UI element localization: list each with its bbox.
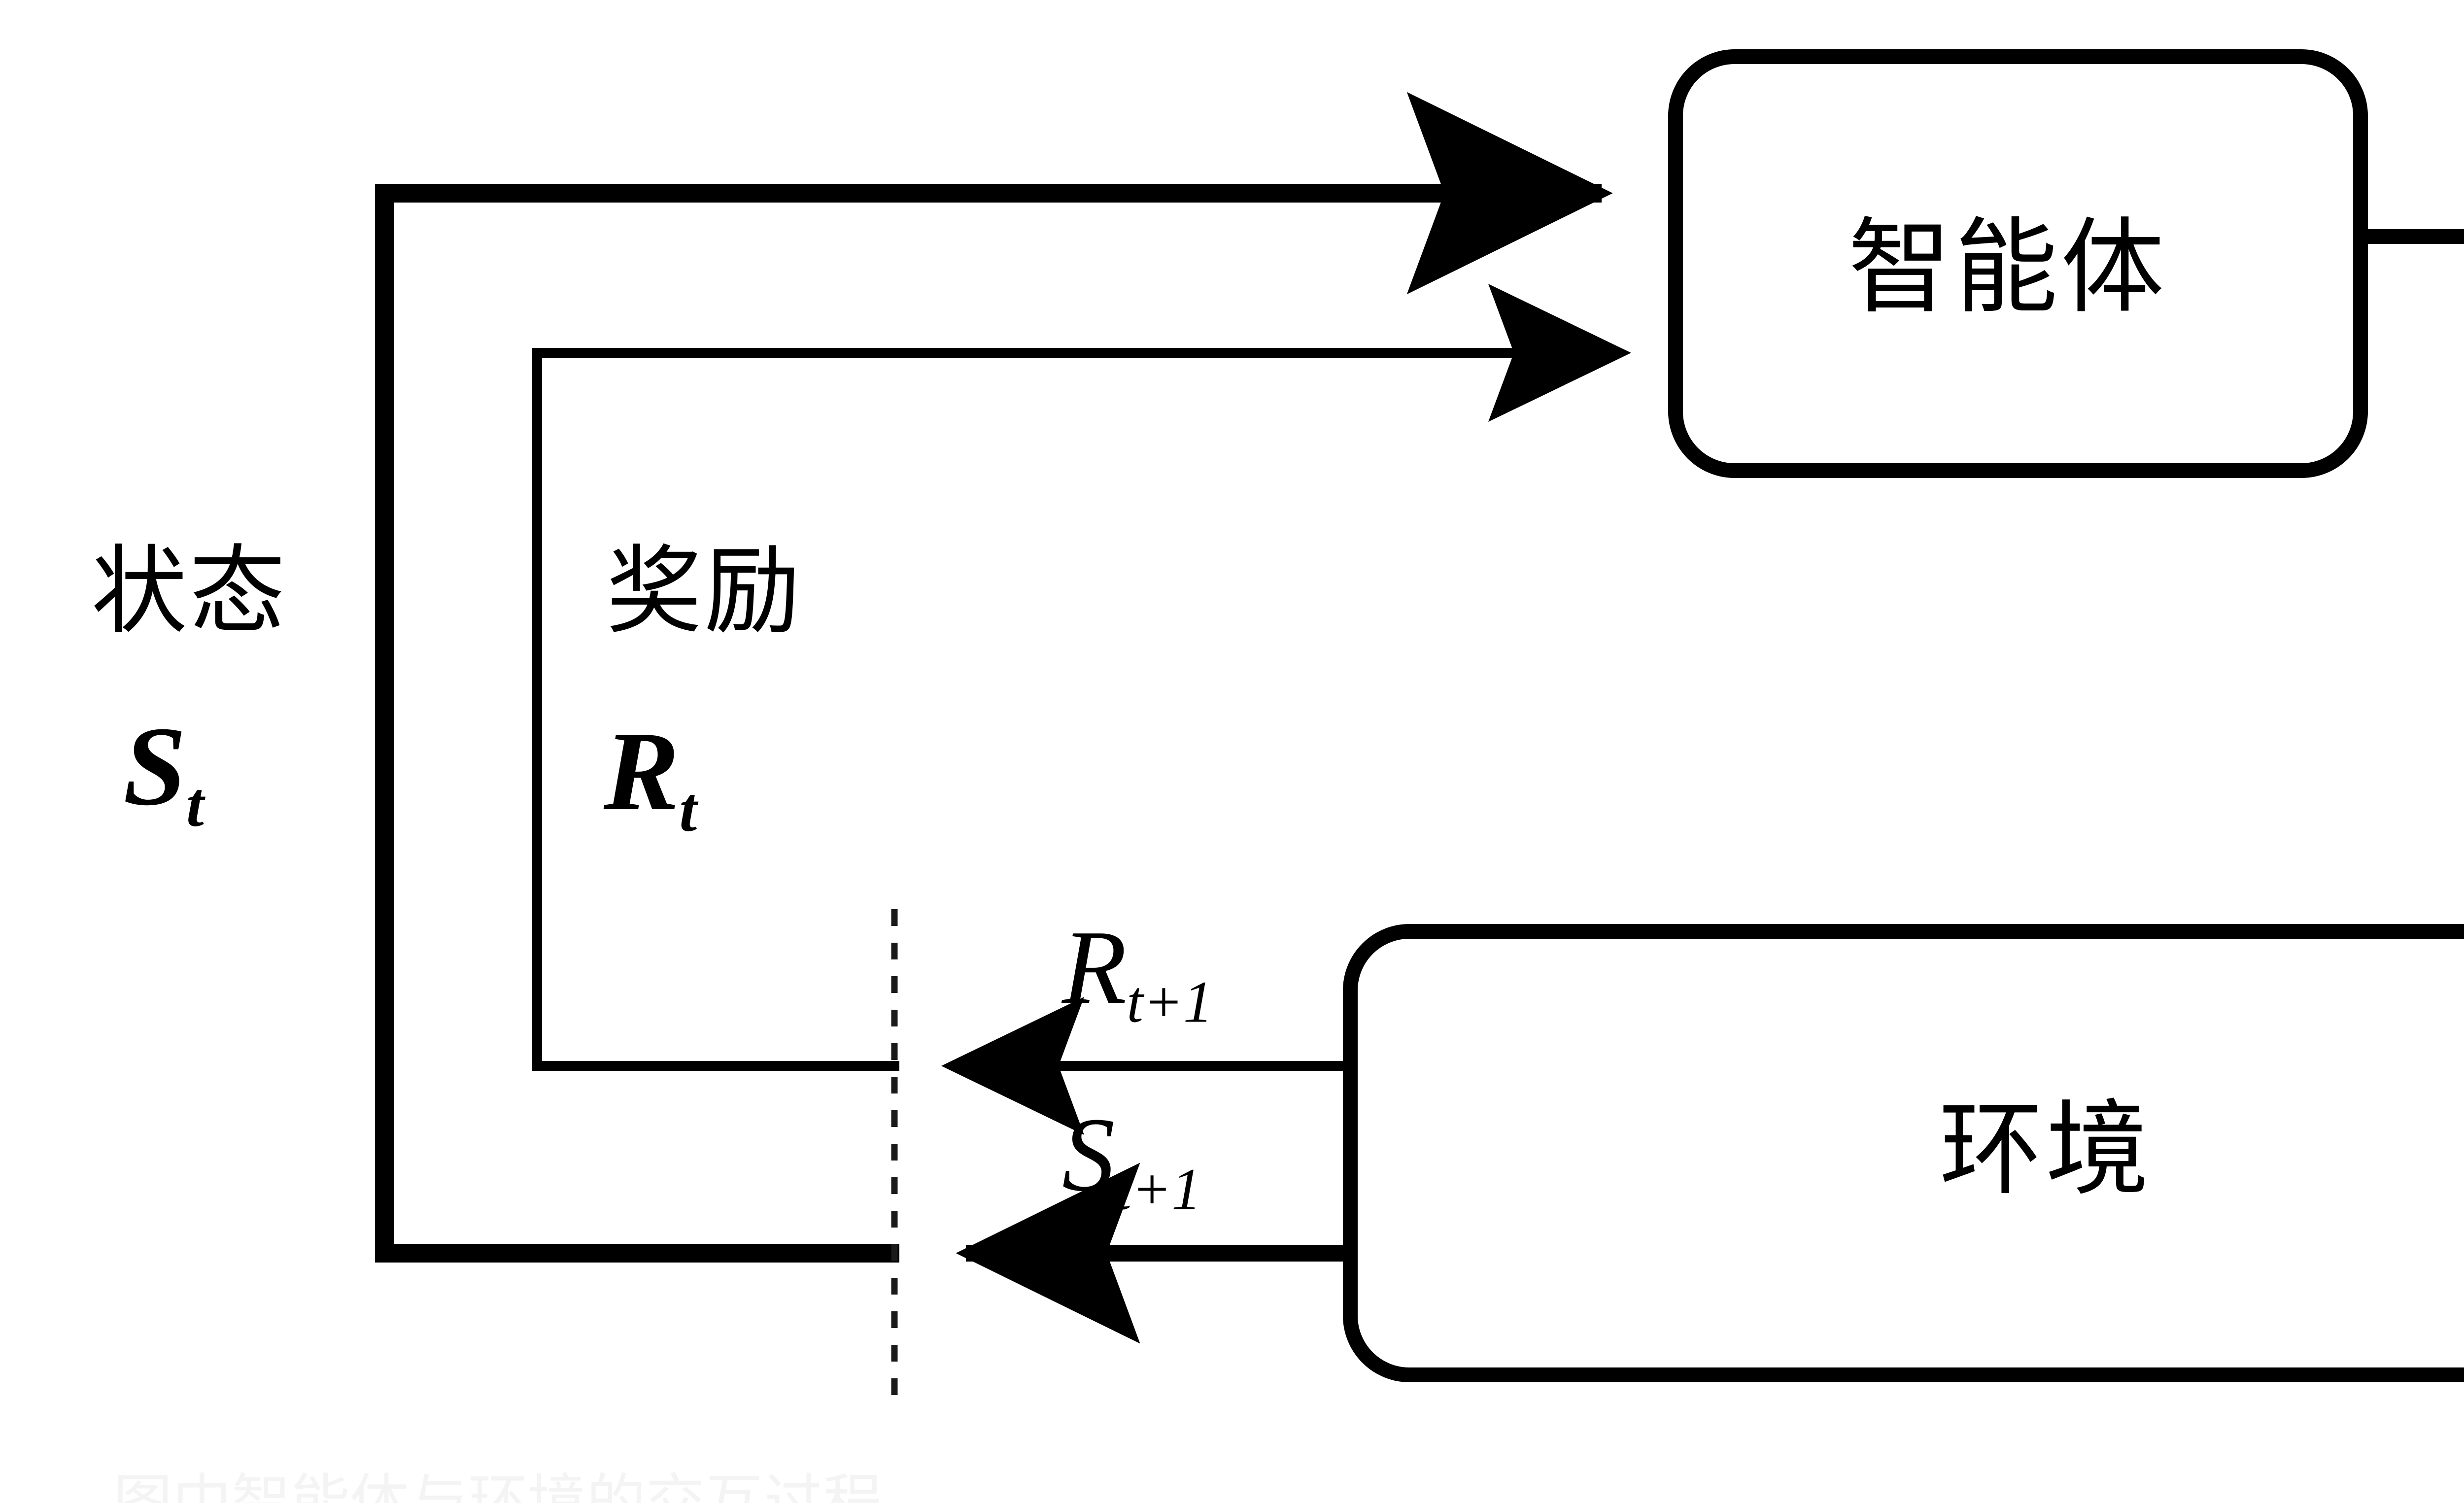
state-symbol-subscript: t — [186, 769, 204, 840]
edge-state-feedback — [375, 92, 1613, 1263]
agent-node[interactable] — [1668, 49, 2368, 478]
state-symbol-base: S — [123, 703, 186, 829]
reward-next-base: R — [1062, 908, 1127, 1026]
edge-reward-feedback — [532, 284, 1631, 1071]
reward-next-subscript: t+1 — [1127, 969, 1213, 1035]
reward-symbol-base: R — [604, 708, 680, 834]
state-next-subscript: t+1 — [1115, 1157, 1201, 1223]
reward-label-word: 奖励 — [606, 539, 802, 646]
agent-node-label: 智能体 — [1848, 211, 2168, 326]
environment-node[interactable] — [1343, 924, 2464, 1382]
reward-symbol-subscript: t — [679, 774, 697, 845]
figure-caption: 图中智能体与环境的交互过程 — [113, 1469, 882, 1503]
reward-label-symbol: Rt — [604, 715, 697, 842]
state-next-base: S — [1062, 1095, 1115, 1213]
state-label-symbol: St — [123, 710, 204, 837]
reward-next-label: Rt+1 — [1062, 914, 1213, 1032]
state-label-word: 状态 — [91, 539, 287, 646]
environment-node-label: 环境 — [1939, 1093, 2153, 1208]
state-next-label: St+1 — [1062, 1101, 1201, 1220]
